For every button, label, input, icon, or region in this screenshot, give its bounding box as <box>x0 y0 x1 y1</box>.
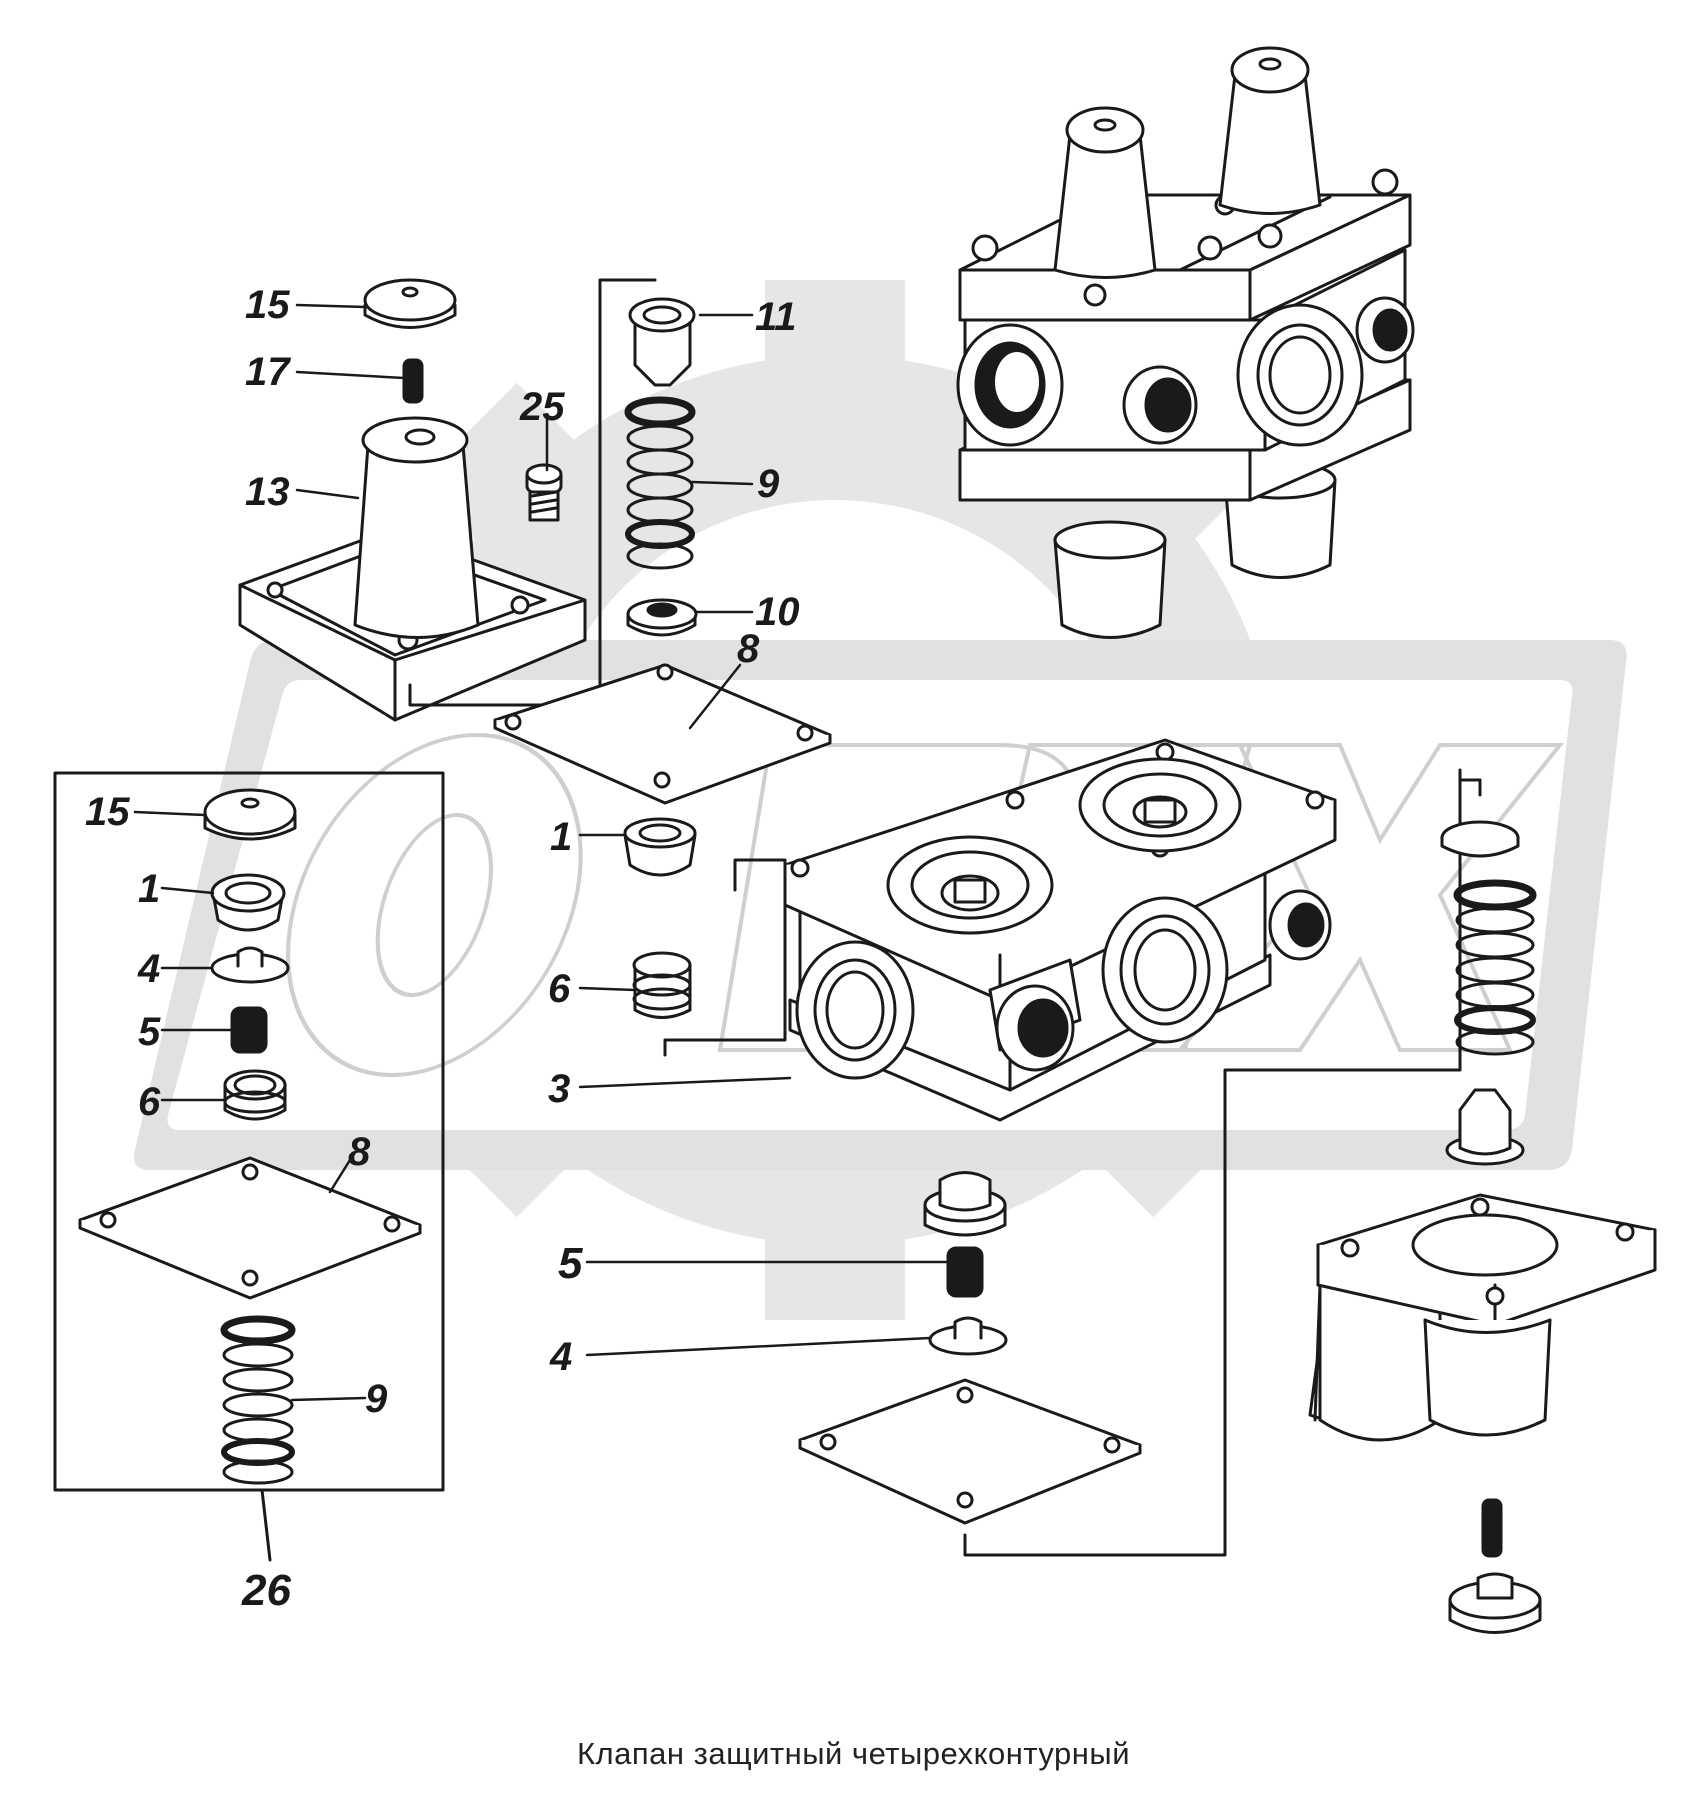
kit-seal-6 <box>223 1069 287 1121</box>
body-boss-right <box>1078 757 1242 853</box>
assembled-cap-right <box>1218 46 1322 215</box>
valve-11 <box>628 297 696 387</box>
callout-6-center: 6 <box>548 967 571 1011</box>
cover-assembly-13 <box>238 278 587 722</box>
diaphragm-lower <box>798 1378 1142 1525</box>
callout-5-kit: 5 <box>138 1010 161 1054</box>
callout-4-lower: 4 <box>549 1335 572 1379</box>
body-port-right <box>1101 896 1229 1044</box>
pin-right <box>1481 1498 1503 1558</box>
callout-8-top: 8 <box>737 627 760 671</box>
kit-bushing-5 <box>230 1006 268 1054</box>
callout-13: 13 <box>245 470 290 514</box>
cap-right-bottom <box>1448 1572 1542 1634</box>
plunger-right <box>1445 1088 1525 1166</box>
diaphragm-8-top <box>493 663 832 805</box>
kit-diaphragm-8 <box>78 1156 422 1300</box>
callout-9-top: 9 <box>757 462 780 506</box>
callout-25: 25 <box>519 385 565 429</box>
screw-25 <box>525 463 563 522</box>
valve-body-3 <box>783 738 1337 1122</box>
line-art <box>53 46 1657 1634</box>
assembled-port-small-a <box>1122 365 1198 445</box>
callout-26: 26 <box>241 1566 291 1615</box>
body-port-left <box>795 940 915 1080</box>
cap-15-top <box>363 278 457 329</box>
callout-5-lower: 5 <box>558 1239 583 1288</box>
diagram-caption: Клапан защитный четырехконтурный <box>576 1736 1131 1771</box>
cover-right <box>1308 1193 1657 1442</box>
kit-valve-1 <box>210 873 286 932</box>
washer-4-lower <box>928 1316 1008 1356</box>
seat-10 <box>626 598 698 637</box>
bushing-5-lower <box>946 1246 984 1298</box>
callout-15-kit: 15 <box>85 790 130 834</box>
callout-8-kit: 8 <box>348 1130 371 1174</box>
body-port-small-a <box>988 958 1082 1072</box>
leader-lines <box>133 303 950 1402</box>
spring-right <box>1453 879 1537 1056</box>
kit-26-frame <box>53 771 445 1492</box>
assembled-cap-left <box>1053 106 1157 279</box>
assembled-valve-illustration <box>956 46 1415 639</box>
bracket-lines <box>408 278 1482 1557</box>
kit-cap-15 <box>203 788 297 841</box>
callout-3: 3 <box>548 1067 570 1111</box>
callout-10: 10 <box>755 590 800 634</box>
valve-1-center <box>623 817 697 877</box>
body-port-small-b <box>1268 889 1332 961</box>
kit-washer-4 <box>210 946 290 984</box>
assembled-port-left <box>956 323 1064 447</box>
valve-seat-lower <box>923 1171 1007 1237</box>
assembled-port-small-b <box>1355 296 1415 364</box>
callout-15-top: 15 <box>245 283 290 327</box>
pin-17 <box>402 358 424 404</box>
ring-right-top <box>1440 820 1520 858</box>
callout-11: 11 <box>755 295 797 339</box>
body-boss-left <box>886 835 1054 935</box>
callout-9-kit: 9 <box>365 1377 388 1421</box>
seal-6-center <box>632 951 692 1019</box>
callout-17: 17 <box>245 350 291 394</box>
callout-6-kit: 6 <box>138 1080 161 1124</box>
callout-4-kit: 4 <box>137 947 160 991</box>
kit-26 <box>53 771 445 1562</box>
callout-1-kit: 1 <box>138 867 160 911</box>
spring-9-top <box>624 396 696 570</box>
kit-spring-9 <box>220 1315 296 1485</box>
assembled-port-right <box>1236 303 1364 447</box>
callout-1-center: 1 <box>550 815 572 859</box>
cap-13-cone <box>353 443 480 639</box>
callout-labels: 15 17 13 25 11 9 10 8 1 6 3 5 4 15 1 4 5… <box>85 283 800 1615</box>
